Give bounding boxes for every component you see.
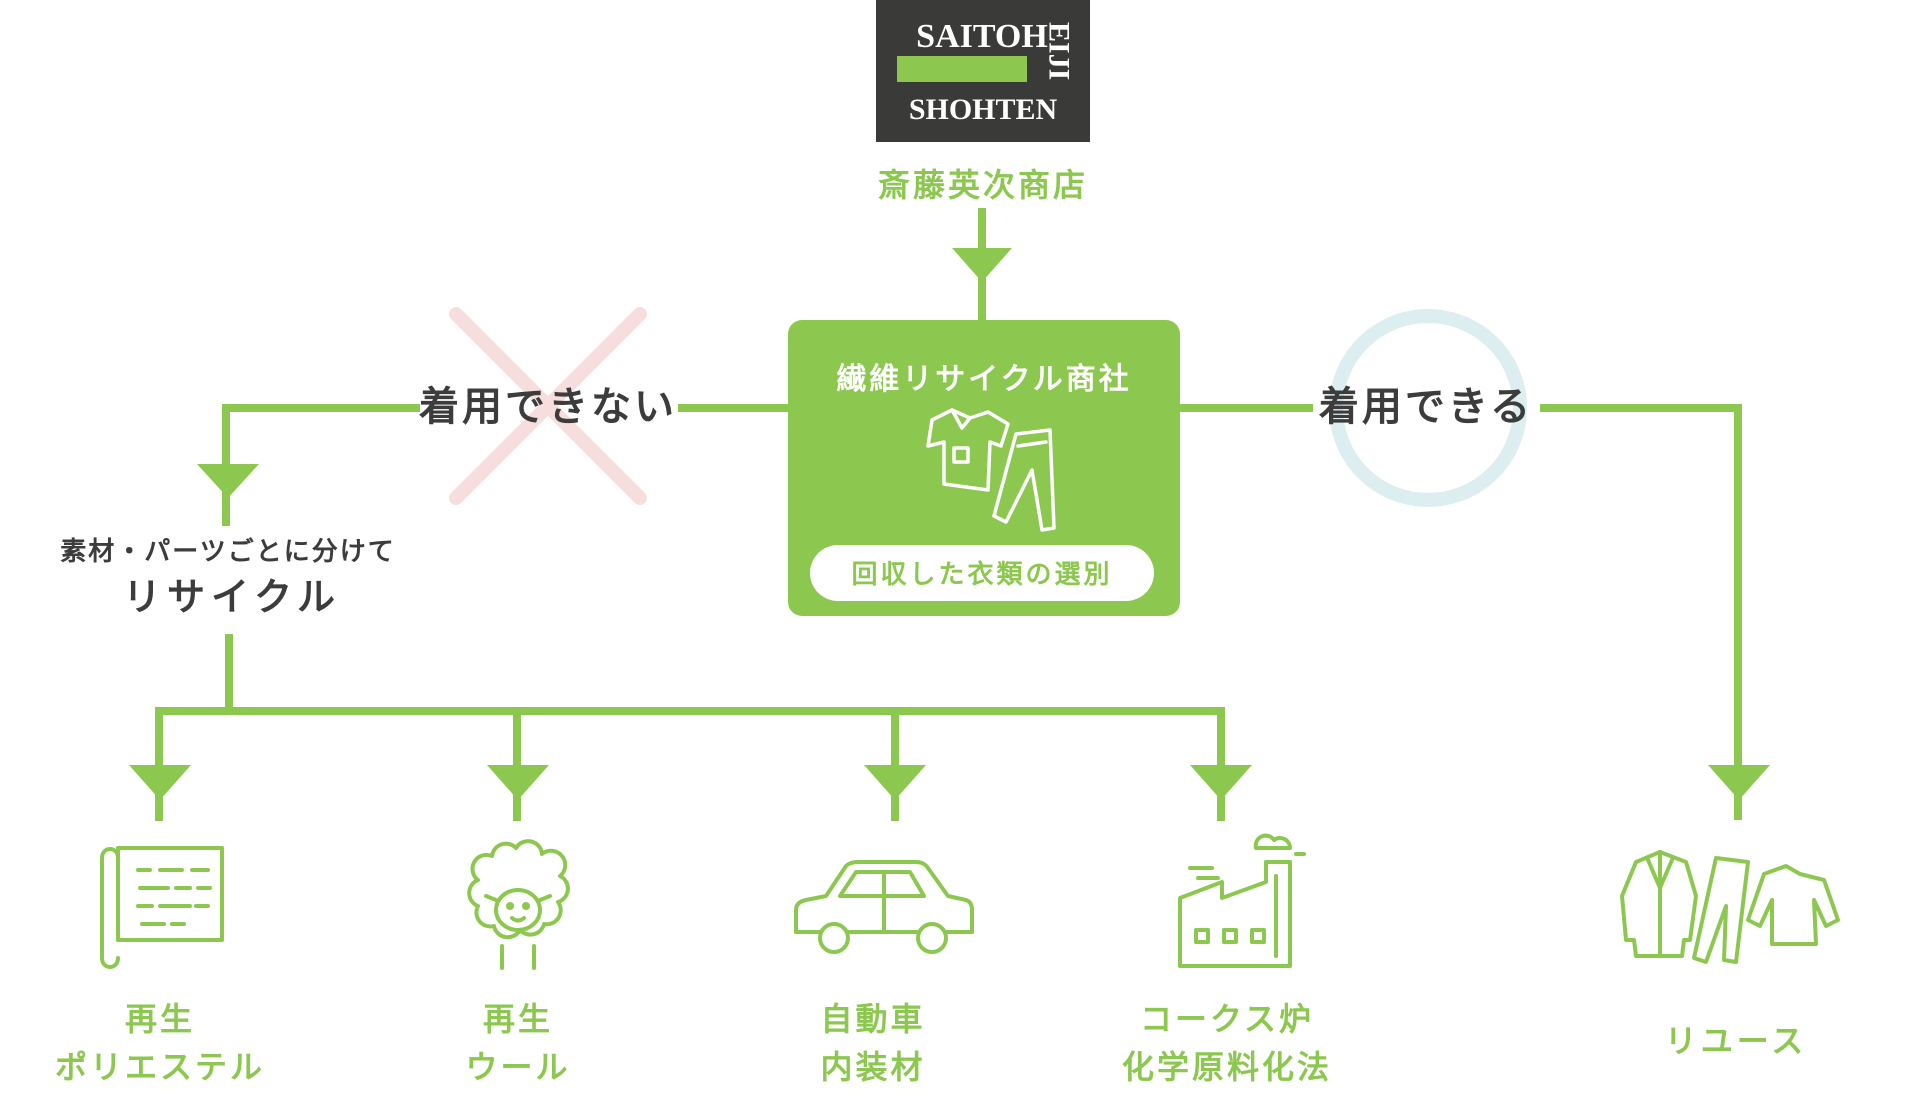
arrow-to-center: [952, 208, 1012, 320]
output-3-line1: 自動車: [820, 1000, 925, 1038]
branch-left-line: [197, 404, 791, 526]
clothes-icon: [1620, 850, 1840, 964]
branch-wearable-label: 着用できる: [1319, 384, 1533, 430]
company-name: 斎藤英次商店: [878, 166, 1088, 204]
factory-icon: [1178, 833, 1306, 968]
center-box-pill-label: 回収した衣類の選別: [851, 559, 1112, 590]
wearable-circle: [1329, 309, 1527, 507]
output-2-line1: 再生: [483, 1000, 553, 1038]
reuse-label: リユース: [1665, 1022, 1807, 1060]
center-box-title: 繊維リサイクル商社: [836, 362, 1132, 397]
fabric-roll-icon: [100, 846, 224, 969]
output-4-line2: 化学原料化法: [1122, 1048, 1332, 1086]
center-box-pill: [810, 545, 1154, 601]
output-4-line1: コークス炉: [1140, 1000, 1314, 1038]
recycle-subtitle: 素材・パーツごとに分けて: [60, 536, 395, 567]
center-company-box: 繊維リサイクル商社 回収した衣類の選別: [788, 320, 1180, 616]
shirt-pants-icon: [926, 408, 1056, 532]
logo-line-top: SAITOH: [916, 18, 1048, 55]
logo-green-bar: [897, 56, 1027, 82]
output-3-line2: 内装材: [820, 1048, 925, 1086]
recycle-distribution-lines: [129, 634, 1252, 821]
branch-right-line: [1175, 404, 1770, 820]
output-1-line1: 再生: [125, 1000, 195, 1038]
recycle-title: リサイクル: [123, 575, 341, 619]
logo-line-bottom: SHOHTEN: [909, 93, 1058, 126]
output-2-line2: ウール: [465, 1048, 570, 1086]
output-1-line2: ポリエステル: [55, 1048, 265, 1086]
sheep-icon: [467, 839, 570, 970]
not-wearable-cross: [449, 307, 647, 505]
company-logo: SAITOH SHOHTEN EIJI: [876, 0, 1090, 142]
branch-not-wearable-label: 着用できない: [419, 384, 677, 430]
logo-vertical-text: EIJI: [1043, 22, 1076, 80]
car-icon: [794, 860, 974, 954]
